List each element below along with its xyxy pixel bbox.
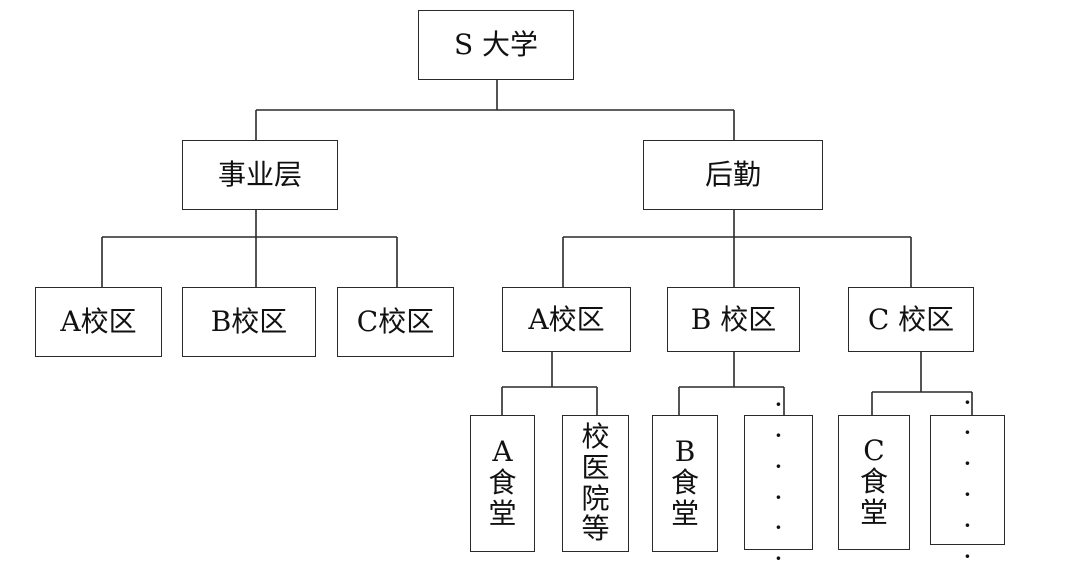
ellipsis-dot: · xyxy=(774,449,783,483)
node-right-campus-a: A校区 xyxy=(502,287,631,352)
node-char: 等 xyxy=(581,512,610,546)
node-char: C xyxy=(863,434,885,468)
node-label: C 校区 xyxy=(867,302,955,336)
node-label: A校区 xyxy=(60,305,137,338)
node-campus-hospital-etc: 校 医 院 等 xyxy=(562,415,629,552)
ellipsis-dot: · xyxy=(963,447,972,481)
node-right-campus-c: C 校区 xyxy=(848,287,974,352)
node-c-canteen: C 食 堂 xyxy=(838,415,910,550)
node-shiyeceng: 事业层 xyxy=(182,140,338,210)
ellipsis-dot: · xyxy=(963,385,972,419)
node-houqin: 后勤 xyxy=(643,140,823,210)
node-ellipsis-b: · · · · · · xyxy=(744,389,813,574)
node-char: 食 xyxy=(859,465,888,499)
node-char: 医 xyxy=(581,450,610,484)
ellipsis-dot: · xyxy=(774,542,783,575)
node-char: A xyxy=(492,435,513,469)
ellipsis-dot: · xyxy=(963,478,972,511)
ellipsis-dot: · xyxy=(963,416,972,450)
node-char: 校 xyxy=(581,419,610,453)
node-char: 堂 xyxy=(670,496,699,530)
node-label: B 校区 xyxy=(690,302,777,336)
node-b-canteen: B 食 堂 xyxy=(652,415,718,552)
node-char: 院 xyxy=(581,481,610,515)
ellipsis-dot: · xyxy=(774,480,783,514)
node-right-campus-b: B 校区 xyxy=(667,287,800,352)
node-a-canteen: A 食 堂 xyxy=(470,415,535,552)
node-label: C校区 xyxy=(356,305,435,338)
node-label: 后勤 xyxy=(704,158,761,191)
node-label: 事业层 xyxy=(217,158,302,191)
ellipsis-dot: · xyxy=(774,418,783,452)
node-char: 堂 xyxy=(859,495,888,529)
root-node: S 大学 xyxy=(418,10,574,80)
node-ellipsis-c: · · · · · · xyxy=(930,387,1005,571)
node-char: 食 xyxy=(670,466,699,500)
node-left-campus-b: B校区 xyxy=(182,287,316,357)
root-label: S 大学 xyxy=(453,28,539,61)
ellipsis-dot: · xyxy=(963,508,972,542)
node-char: 堂 xyxy=(488,496,517,530)
node-char: B xyxy=(674,435,696,469)
ellipsis-dot: · xyxy=(774,511,783,545)
node-left-campus-a: A校区 xyxy=(35,287,162,357)
node-label: B校区 xyxy=(210,305,288,338)
node-char: 食 xyxy=(488,466,517,500)
node-left-campus-c: C校区 xyxy=(337,287,454,357)
node-label: A校区 xyxy=(528,302,605,336)
ellipsis-dot: · xyxy=(963,539,972,573)
ellipsis-dot: · xyxy=(774,388,783,422)
